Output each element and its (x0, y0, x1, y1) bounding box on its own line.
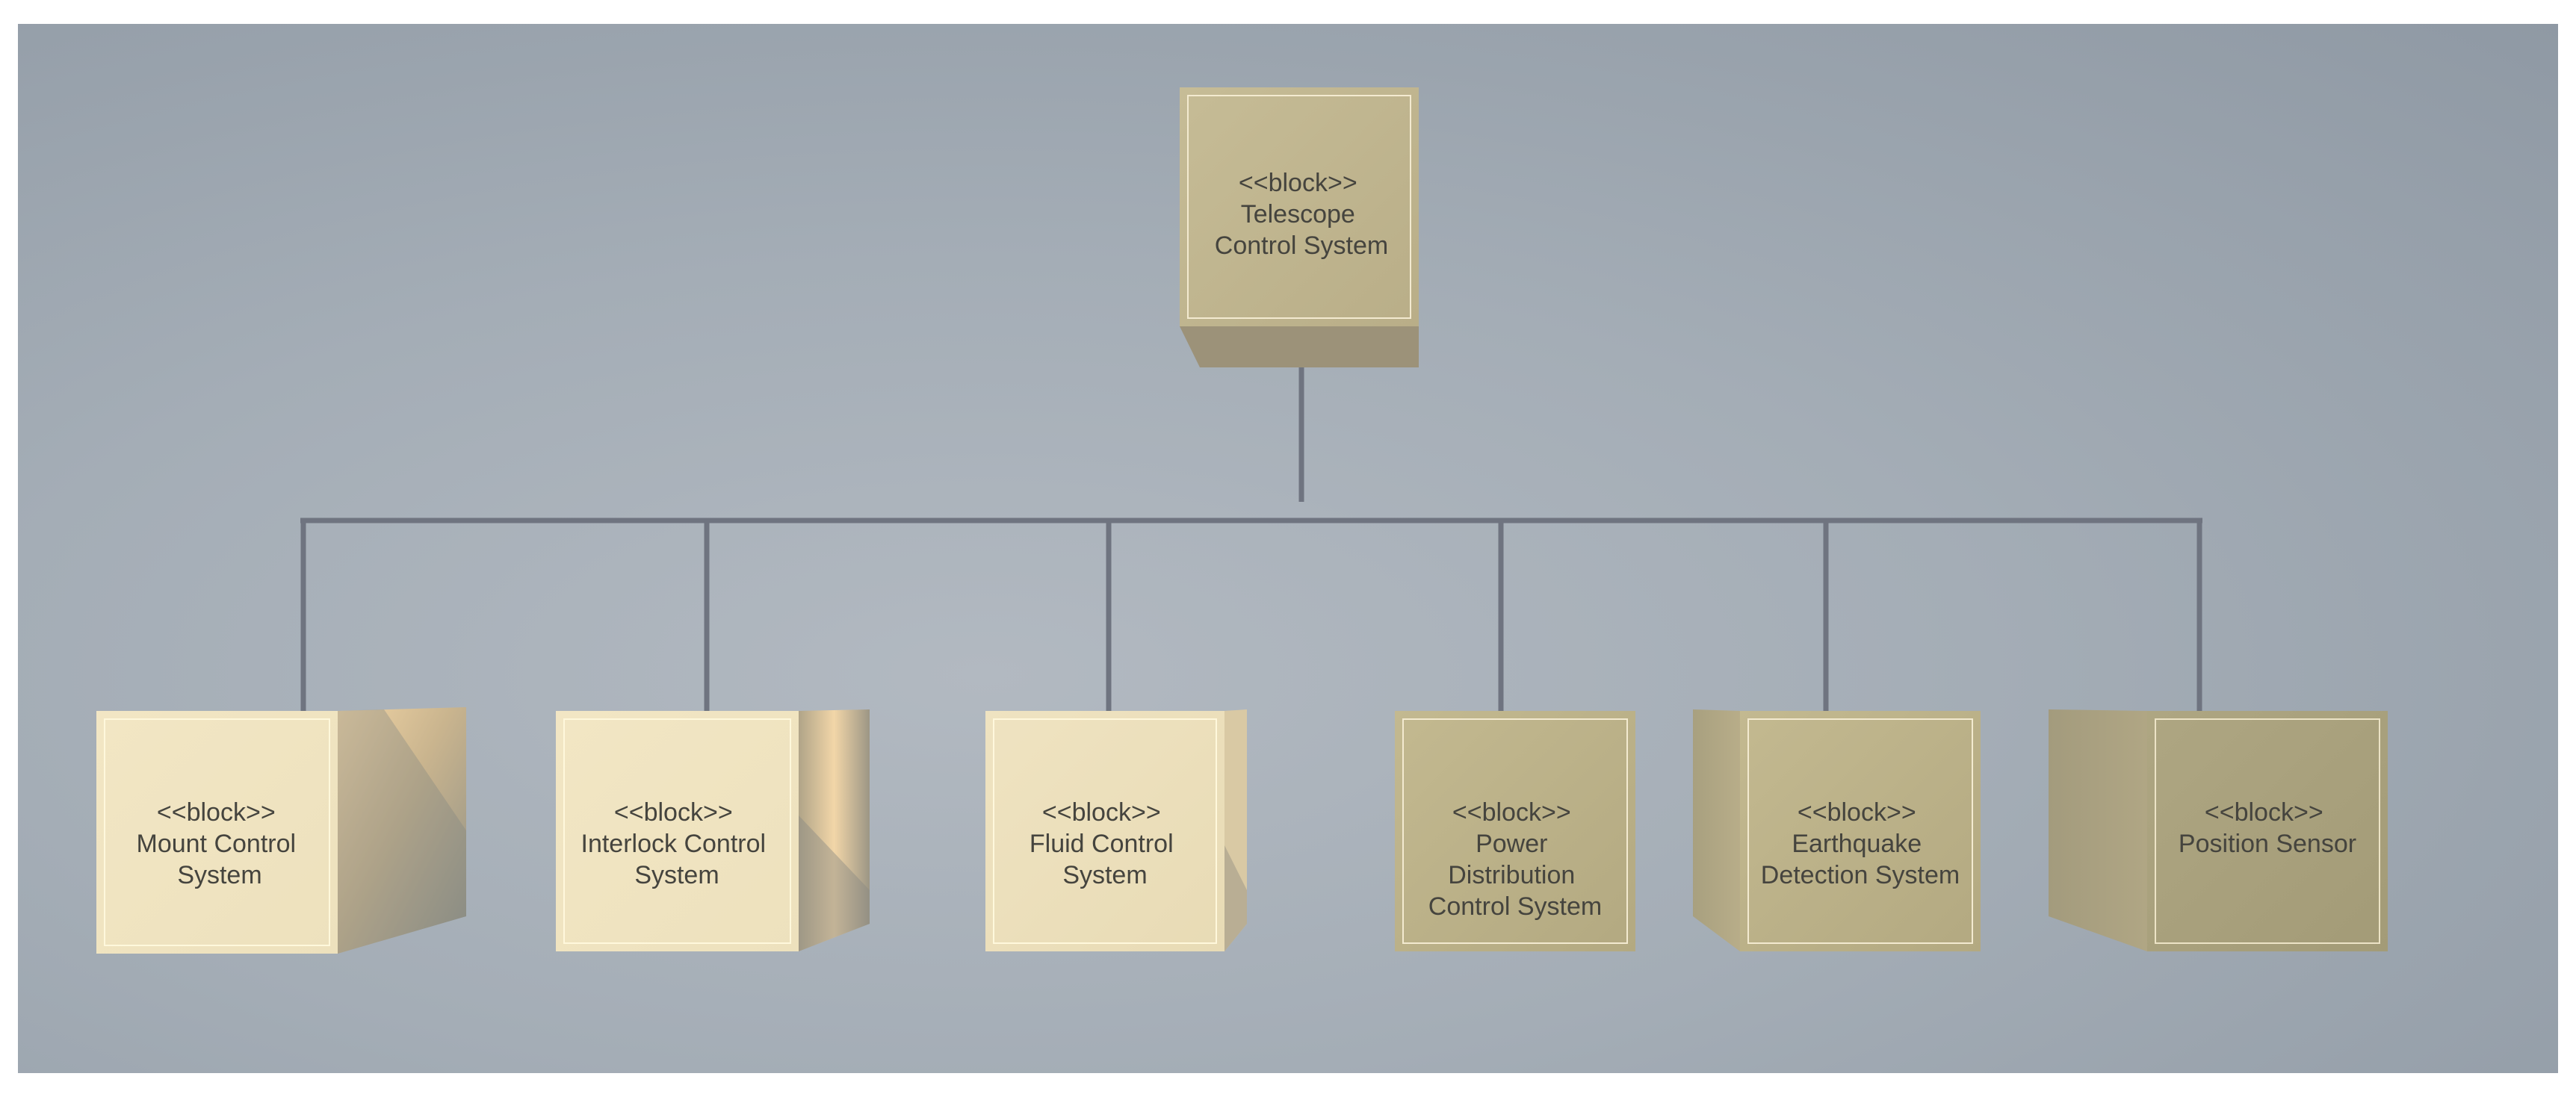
block-label: <<block>> Earthquake Detection System (1761, 798, 1960, 889)
stereotype-label: <<block>> (1798, 798, 1916, 827)
block-name-line-2: Detection System (1761, 861, 1960, 889)
block-label: <<block>> Fluid Control System (1030, 798, 1180, 889)
block-name-line-2: System (634, 861, 719, 889)
block-hierarchy-diagram: <<block>> Telescope Control System <<blo… (96, 87, 2388, 954)
block-name-line-1: Interlock Control (581, 830, 767, 858)
block-name-line-2: System (1062, 861, 1147, 889)
diagram-canvas: <<block>> Telescope Control System <<blo… (18, 24, 2558, 1073)
block-name-line-1: Telescope (1241, 200, 1355, 229)
block-name-line-2: Control System (1215, 231, 1388, 260)
stereotype-label: <<block>> (1452, 798, 1571, 827)
block-label: <<block>> Mount Control System (137, 798, 303, 889)
block-name-line-1: Position Sensor (2179, 830, 2356, 858)
block-name-line-1: Earthquake (1792, 830, 1922, 858)
composition-connectors (300, 345, 2202, 712)
block-name-line-1: Fluid Control (1030, 830, 1174, 858)
stereotype-label: <<block>> (157, 798, 276, 827)
block-position-sensor[interactable]: <<block>> Position Sensor (2049, 709, 2388, 951)
stereotype-label: <<block>> (1042, 798, 1161, 827)
block-label: <<block>> Interlock Control System (581, 798, 773, 889)
block-earthquake-detection-system[interactable]: <<block>> Earthquake Detection System (1693, 709, 1981, 951)
block-name-line-3: Control System (1428, 892, 1602, 921)
block-name-line-1: Power (1476, 830, 1547, 858)
block-label: <<block>> Telescope Control System (1215, 169, 1388, 260)
block-name-line-2: System (177, 861, 261, 889)
block-mount-control-system[interactable]: <<block>> Mount Control System (96, 707, 466, 954)
block-name-line-2: Distribution (1448, 861, 1575, 889)
block-fluid-control-system[interactable]: <<block>> Fluid Control System (985, 709, 1247, 951)
block-telescope-control-system[interactable]: <<block>> Telescope Control System (1180, 87, 1419, 367)
block-label: <<block>> Position Sensor (2179, 798, 2356, 858)
stereotype-label: <<block>> (2205, 798, 2323, 827)
stereotype-label: <<block>> (1239, 169, 1357, 197)
block-power-distribution-control-system[interactable]: <<block>> Power Distribution Control Sys… (1395, 711, 1635, 951)
block-label: <<block>> Power Distribution Control Sys… (1428, 798, 1602, 921)
block-name-line-1: Mount Control (137, 830, 297, 858)
stereotype-label: <<block>> (614, 798, 733, 827)
block-interlock-control-system[interactable]: <<block>> Interlock Control System (556, 709, 870, 951)
